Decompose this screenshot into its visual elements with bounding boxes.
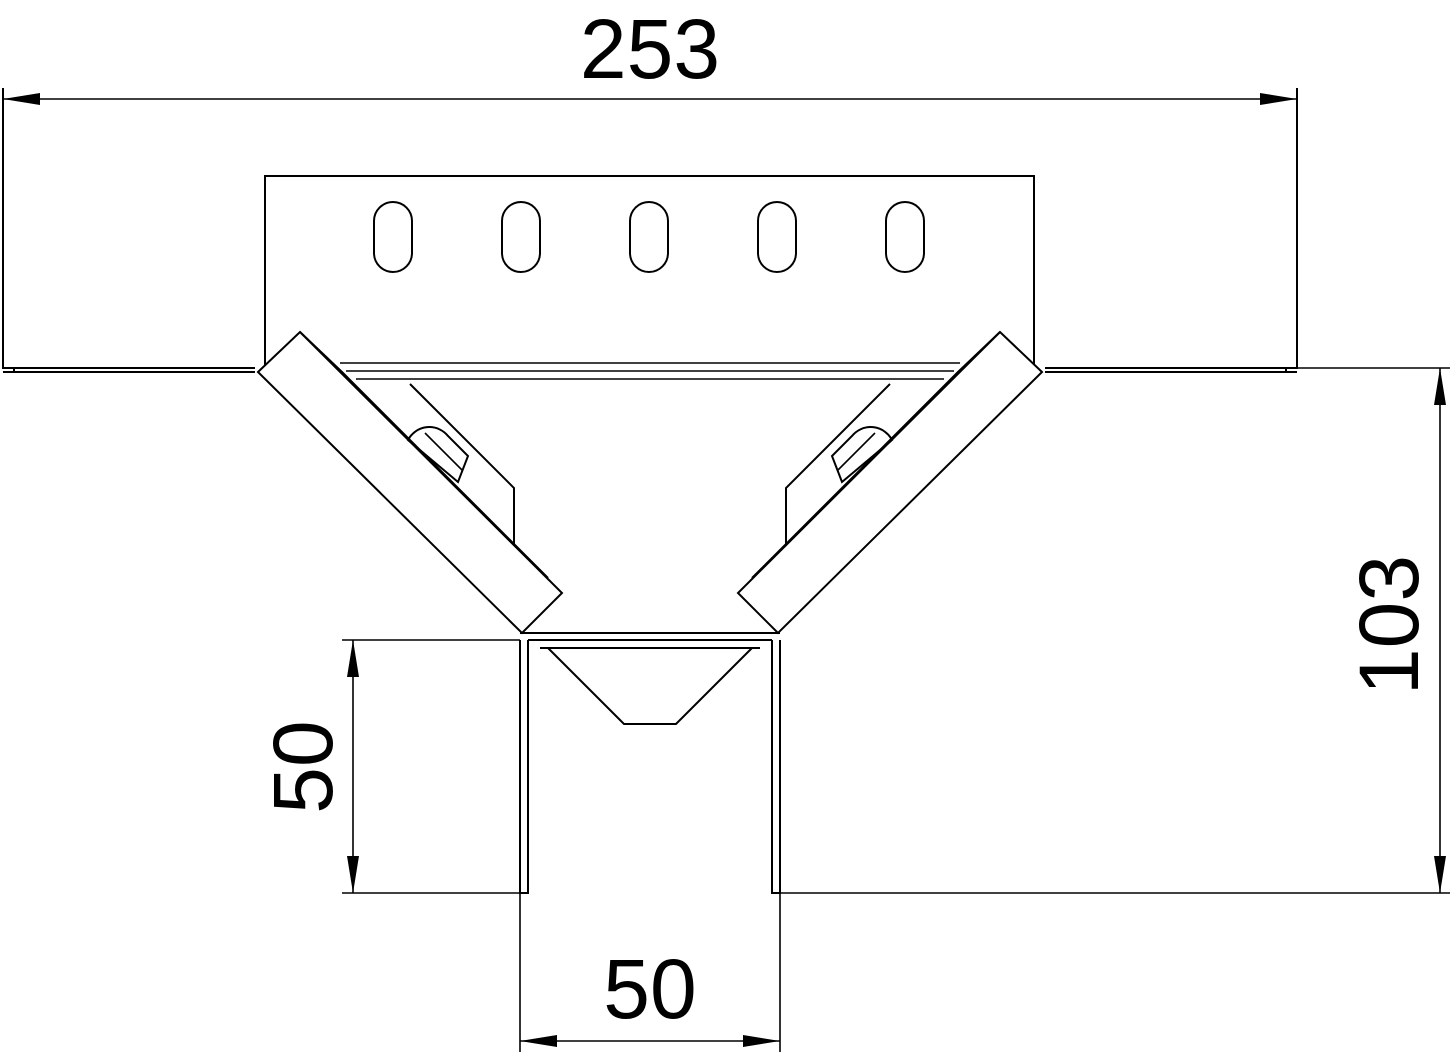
branch-tray <box>519 632 781 894</box>
left-inner-bracket <box>355 383 515 548</box>
dimension-label-total-width: 253 <box>580 2 720 96</box>
arrow-left-icon <box>3 93 40 105</box>
slot-3 <box>629 201 669 273</box>
arrow-down-icon <box>347 856 359 893</box>
left-angled-connector <box>256 330 564 635</box>
arrow-up-icon <box>347 640 359 677</box>
branch-top-edge <box>520 632 780 649</box>
left-bolt-shank <box>424 432 463 471</box>
slot-2 <box>501 201 541 273</box>
dimension-branch-length: 50 <box>256 639 520 894</box>
arrow-right-icon <box>743 1035 780 1047</box>
dimension-label-branch-length: 50 <box>256 720 350 813</box>
dimension-branch-width: 50 <box>519 893 781 1052</box>
right-bolt-head <box>830 426 894 484</box>
slot-5 <box>885 201 925 273</box>
slot-4 <box>757 201 797 273</box>
branch-right-wall <box>771 640 781 894</box>
dimension-height: 103 <box>780 367 1450 894</box>
main-tray-inner-edge <box>340 362 960 380</box>
right-flange <box>1045 88 1298 373</box>
left-bolt-head <box>406 426 470 484</box>
main-tray-side-wall <box>264 175 1035 365</box>
right-bolt-shank <box>837 432 876 471</box>
left-connector-plate <box>256 330 564 635</box>
dimension-total-width: 253 <box>3 2 1297 105</box>
slot-row <box>373 201 925 273</box>
left-flange <box>2 88 255 373</box>
main-tray <box>2 88 1298 380</box>
arrow-right-icon <box>1260 93 1297 105</box>
arrow-down-icon <box>1434 856 1446 893</box>
right-angled-connector <box>736 330 1044 635</box>
dimension-label-branch-width: 50 <box>603 942 696 1036</box>
slot-1 <box>373 201 413 273</box>
branch-left-wall <box>519 640 529 894</box>
arrow-up-icon <box>1434 368 1446 405</box>
dimension-label-height: 103 <box>1342 555 1436 695</box>
branch-inner-funnel <box>547 647 753 725</box>
arrow-left-icon <box>520 1035 557 1047</box>
right-inner-bracket <box>785 383 945 548</box>
right-connector-plate <box>736 330 1044 635</box>
